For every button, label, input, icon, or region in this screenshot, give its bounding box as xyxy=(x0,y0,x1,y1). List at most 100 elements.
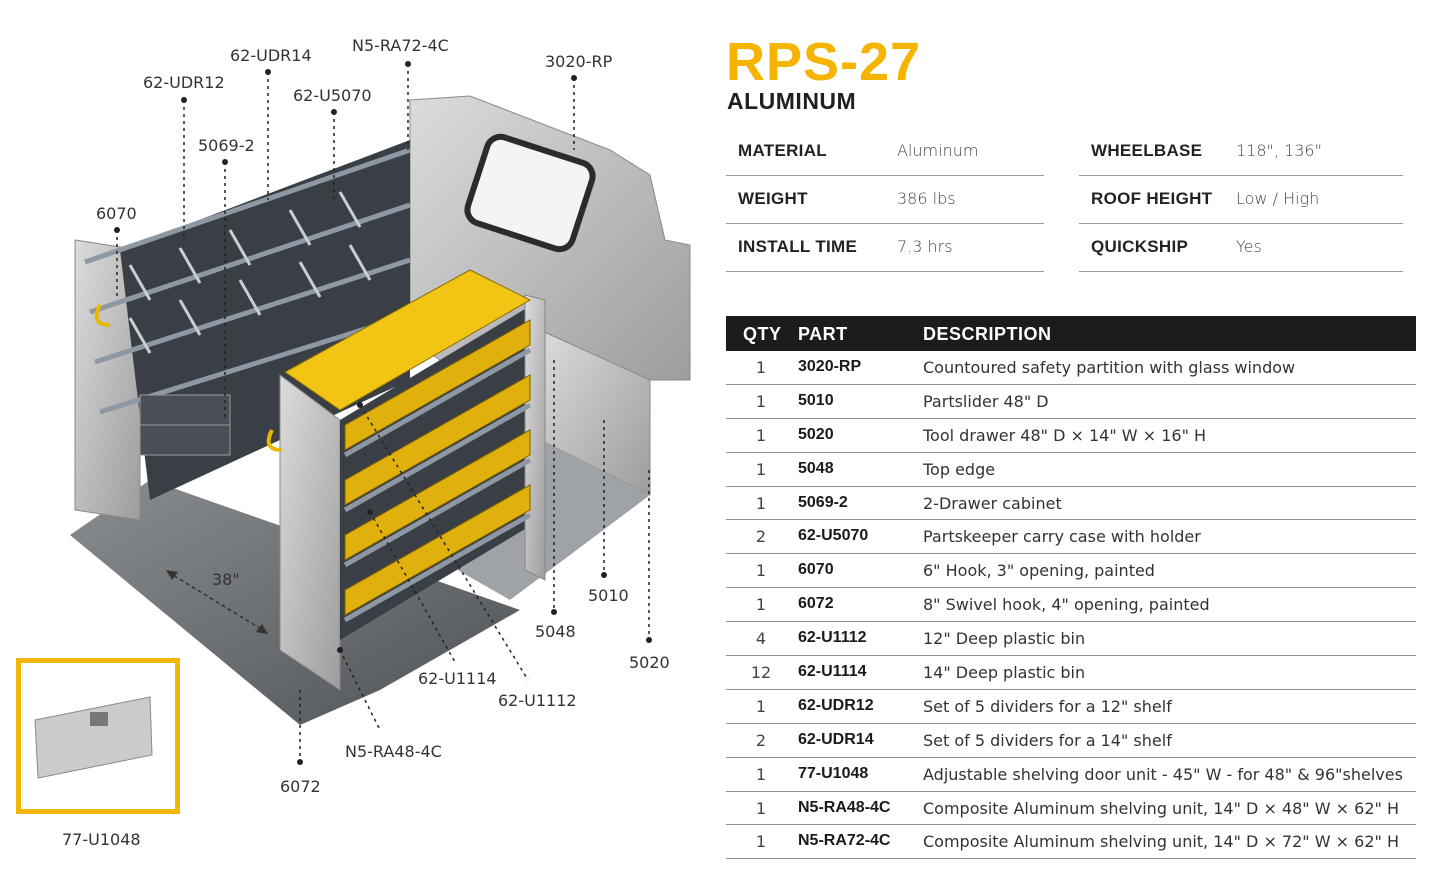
spec-row-install-time: INSTALL TIME 7.3 hrs xyxy=(726,225,1044,272)
table-row: 1 3020-RP Countoured safety partition with… xyxy=(726,351,1416,385)
parts-table-header: QTY PART DESCRIPTION xyxy=(726,316,1416,351)
qty-cell: 2 xyxy=(755,527,767,547)
right-end-panel xyxy=(279,374,341,691)
description-cell: Tool drawer 48" D × 14" W × 16" H xyxy=(923,425,1207,445)
qty-cell: 1 xyxy=(755,459,767,479)
description-cell: Composite Aluminum shelving unit, 14" D … xyxy=(923,798,1399,818)
table-row: 1 5020 Tool drawer 48" D × 14" W × 16" H xyxy=(726,419,1416,453)
description-cell: Countoured safety partition with glass w… xyxy=(923,358,1296,377)
spec-row-material: MATERIAL Aluminum xyxy=(726,129,1044,176)
callout-n5-ra48-4c: N5-RA48-4C xyxy=(345,742,442,761)
yellow-bins xyxy=(284,269,532,616)
qty-cell: 1 xyxy=(755,798,767,818)
callout-5069-2: 5069-2 xyxy=(198,136,255,155)
callout-6070: 6070 xyxy=(96,204,137,223)
spec-value: 386 lbs xyxy=(897,189,956,208)
part-cell: 5048 xyxy=(798,459,834,477)
parts-table-body: 1 3020-RP Countoured safety partition with… xyxy=(726,351,1416,860)
parts-table: QTY PART DESCRIPTION 1 3020-RP Countoured … xyxy=(726,316,1416,860)
spec-label: QUICKSHIP xyxy=(1091,237,1189,256)
qty-cell: 1 xyxy=(755,832,767,852)
spec-label: INSTALL TIME xyxy=(738,237,858,256)
spec-label: WEIGHT xyxy=(738,189,808,208)
table-row: 2 62-U5070 Partskeeper carry case with hol… xyxy=(726,520,1416,555)
qty-cell: 1 xyxy=(755,425,767,445)
spec-value: Low / High xyxy=(1236,189,1320,208)
qty-cell: 1 xyxy=(755,358,767,377)
callout-62-udr14: 62-UDR14 xyxy=(230,46,312,65)
spec-value: Aluminum xyxy=(897,141,979,160)
spec-label: MATERIAL xyxy=(738,141,827,160)
callout-62-u5070: 62-U5070 xyxy=(293,86,372,105)
description-cell: Partslider 48" D xyxy=(923,391,1049,411)
qty-cell: 12 xyxy=(750,663,772,683)
header-description: DESCRIPTION xyxy=(923,324,1052,344)
description-cell: 14" Deep plastic bin xyxy=(923,663,1086,683)
part-cell: 6072 xyxy=(798,595,834,613)
part-cell: 62-UDR12 xyxy=(798,696,874,714)
part-cell: 62-UDR14 xyxy=(798,730,874,748)
callout-6072: 6072 xyxy=(280,777,321,796)
description-cell: Partskeeper carry case with holder xyxy=(923,527,1201,547)
spec-row-quickship: QUICKSHIP Yes xyxy=(1079,225,1403,272)
header-part: PART xyxy=(798,324,848,344)
hook-6070 xyxy=(94,304,111,327)
qty-cell: 2 xyxy=(755,730,767,750)
material-heading: ALUMINUM xyxy=(727,88,857,114)
part-cell: 5020 xyxy=(798,425,834,443)
qty-cell: 1 xyxy=(755,493,767,513)
part-cell: 62-U5070 xyxy=(798,527,869,545)
part-cell: N5-RA72-4C xyxy=(798,832,891,850)
callout-dots xyxy=(114,61,652,765)
table-row: 1 N5-RA72-4C Composite Aluminum shelving u… xyxy=(726,825,1416,860)
part-cell: 62-U1112 xyxy=(798,629,867,647)
hook-6072 xyxy=(266,429,283,452)
product-model-title: RPS-27 xyxy=(726,32,922,92)
callout-62-udr12: 62-UDR12 xyxy=(143,73,225,92)
left-dividers xyxy=(128,191,372,354)
callout-5010: 5010 xyxy=(588,586,629,605)
callout-62-u1114: 62-U1114 xyxy=(418,669,497,688)
van-interior-drawing xyxy=(34,61,691,779)
qty-cell: 1 xyxy=(755,391,767,411)
table-row: 1 N5-RA48-4C Composite Aluminum shelving u… xyxy=(726,792,1416,826)
dimension-38: 38" xyxy=(212,570,240,589)
part-cell: 77-U1048 xyxy=(798,764,869,782)
qty-cell: 1 xyxy=(755,595,767,615)
description-cell: 6" Hook, 3" opening, painted xyxy=(923,561,1155,581)
spec-label: WHEELBASE xyxy=(1091,141,1203,160)
description-cell: Composite Aluminum shelving unit, 14" D … xyxy=(923,832,1399,852)
part-cell: 6070 xyxy=(798,561,834,579)
header-qty: QTY xyxy=(743,324,782,344)
table-row: 1 6070 6" Hook, 3" opening, painted xyxy=(726,554,1416,589)
inset-frame xyxy=(16,658,180,814)
spec-row-roof-height: ROOF HEIGHT Low / High xyxy=(1079,177,1403,224)
part-cell: 5069-2 xyxy=(798,493,848,511)
qty-cell: 1 xyxy=(755,696,767,716)
spec-row-weight: WEIGHT 386 lbs xyxy=(726,177,1044,224)
right-shelving-unit xyxy=(340,300,540,640)
callout-3020-rp: 3020-RP xyxy=(545,52,613,71)
part-cell: 3020-RP xyxy=(798,358,862,375)
callout-62-u1112: 62-U1112 xyxy=(498,691,577,710)
right-shelves xyxy=(343,347,532,623)
part-cell: N5-RA48-4C xyxy=(798,798,891,816)
inset-caption: 77-U1048 xyxy=(62,830,141,849)
qty-cell: 4 xyxy=(755,629,767,649)
qty-cell: 1 xyxy=(755,561,767,581)
spec-row-wheelbase: WHEELBASE 118", 136" xyxy=(1079,129,1403,176)
callout-5048: 5048 xyxy=(535,622,576,641)
shelving-door-unit xyxy=(34,696,153,779)
spec-value: 7.3 hrs xyxy=(897,237,953,256)
qty-cell: 1 xyxy=(755,764,767,784)
